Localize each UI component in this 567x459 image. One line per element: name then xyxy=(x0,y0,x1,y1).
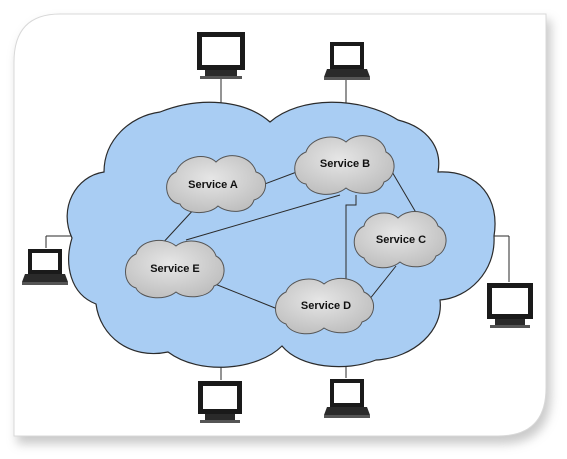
desktop-computer-icon xyxy=(487,283,533,328)
laptop-computer-icon xyxy=(324,379,370,418)
service-b-label: Service B xyxy=(320,158,370,170)
service-d: Service D xyxy=(275,277,374,335)
service-a-label: Service A xyxy=(188,179,238,191)
laptop-computer-icon xyxy=(22,249,68,285)
link-b-d xyxy=(345,195,357,283)
service-a: Service A xyxy=(166,155,266,213)
service-c: Service C xyxy=(353,211,447,269)
laptop-computer-icon xyxy=(324,42,370,80)
service-b: Service B xyxy=(294,135,395,195)
desktop-computer-icon xyxy=(198,381,242,423)
service-c-label: Service C xyxy=(376,234,426,246)
service-e: Service E xyxy=(125,239,225,299)
desktop-computer-icon xyxy=(197,32,245,79)
link-a-e xyxy=(159,206,197,247)
link-b-e xyxy=(185,194,341,241)
service-e-label: Service E xyxy=(150,263,200,275)
link-e-d xyxy=(209,281,286,313)
service-d-label: Service D xyxy=(301,300,351,312)
